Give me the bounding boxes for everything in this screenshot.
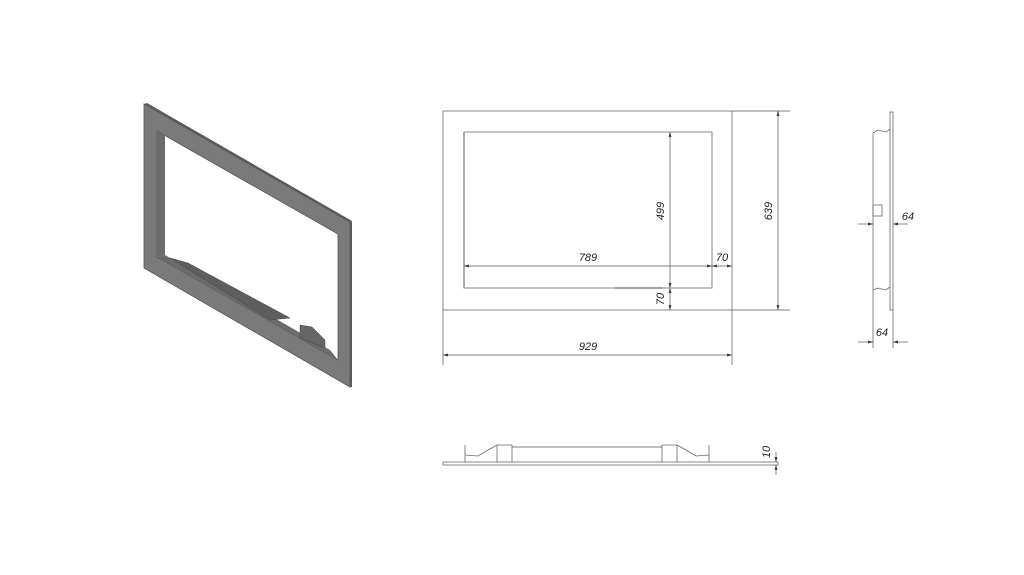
side-clip bbox=[165, 186, 170, 190]
bottom-view: 10 bbox=[442, 444, 779, 475]
frame-inner-left bbox=[157, 131, 165, 257]
dim-outer-width: 929 bbox=[579, 341, 597, 353]
dim-inner-width: 789 bbox=[579, 252, 597, 264]
bottom-flange bbox=[169, 257, 291, 321]
bottom-plate bbox=[442, 461, 779, 466]
side-view: 64 64 bbox=[858, 111, 914, 348]
side-plate bbox=[889, 111, 894, 311]
frame-top-edge bbox=[144, 103, 352, 222]
dim-thickness: 10 bbox=[761, 445, 773, 458]
frame-right-edge bbox=[350, 221, 352, 387]
front-view: 929 639 789 70 499 70 bbox=[442, 110, 790, 365]
dim-inner-height: 499 bbox=[655, 202, 667, 220]
inner-opening-outline bbox=[463, 131, 713, 289]
dim-border-bottom: 70 bbox=[655, 292, 667, 305]
bottom-bracket bbox=[299, 324, 326, 349]
outer-frame-outline bbox=[442, 110, 733, 311]
dim-outer-height: 639 bbox=[763, 202, 775, 220]
dim-depth-upper: 64 bbox=[902, 211, 914, 223]
frame-inner-bottom bbox=[157, 255, 338, 360]
isometric-view bbox=[143, 103, 352, 388]
dim-border-right: 70 bbox=[716, 252, 729, 264]
dim-depth-lower: 64 bbox=[876, 327, 888, 339]
